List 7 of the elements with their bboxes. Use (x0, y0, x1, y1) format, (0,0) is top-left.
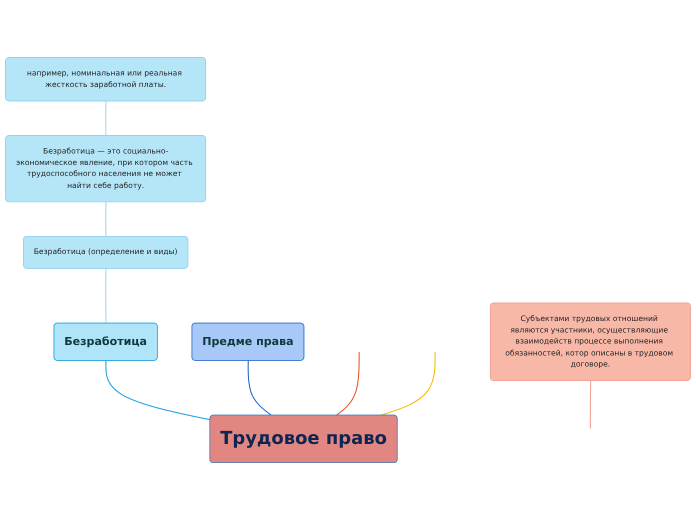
connector-line (336, 352, 360, 416)
connector-line (105, 202, 106, 237)
connector-line (105, 268, 106, 324)
connector-line (248, 360, 272, 416)
connector-line (590, 380, 592, 428)
connector-line (105, 101, 106, 136)
connector-line (105, 360, 210, 420)
